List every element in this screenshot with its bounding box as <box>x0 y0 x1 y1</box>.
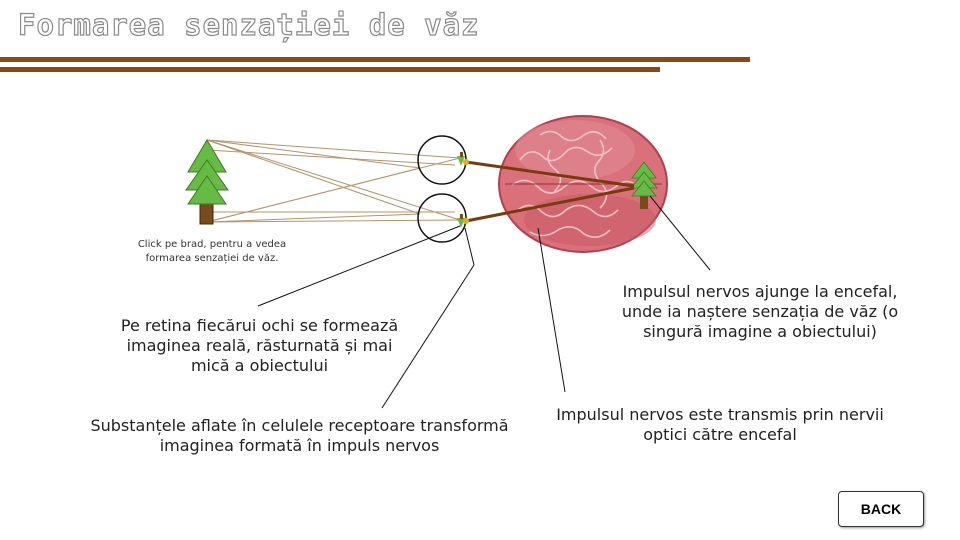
page-title: Formarea senzației de văz <box>17 7 480 42</box>
perceived-tree-icon <box>630 161 658 209</box>
click-hint: Click pe brad, pentru a vedea formarea s… <box>137 239 287 264</box>
title-underline-bottom <box>0 67 660 72</box>
label-nervi: Impulsul nervos este transmis prin nervi… <box>556 405 884 444</box>
tree-icon[interactable] <box>185 139 229 225</box>
eye-icon <box>417 135 469 243</box>
title-underline-top <box>0 57 750 62</box>
label-retina: Pe retina fiecărui ochi se formează imag… <box>120 316 399 375</box>
brain-icon <box>498 115 668 253</box>
optic-nerves <box>465 160 635 223</box>
label-encefal: Impulsul nervos ajunge la encefal, unde … <box>621 282 899 341</box>
label-receptor: Substanțele aflate în celulele receptoar… <box>90 416 509 455</box>
label-pointers <box>257 195 711 409</box>
light-rays <box>206 139 461 223</box>
back-button[interactable]: BACK <box>838 491 924 527</box>
